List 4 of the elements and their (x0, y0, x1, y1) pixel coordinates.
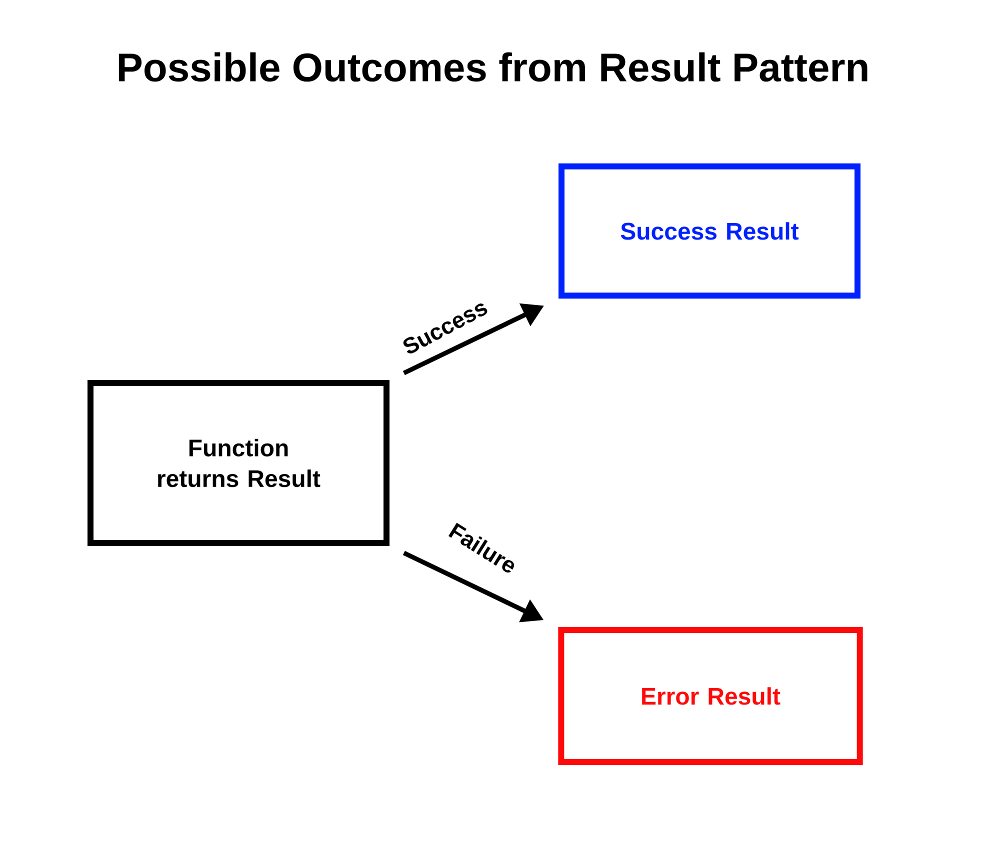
process-box: Success Result (558, 163, 860, 299)
title: Possible Outcomes from Result Pattern (118, 52, 868, 82)
process-box: Error Result (558, 627, 863, 765)
process-box: Function returns Result (88, 380, 390, 546)
